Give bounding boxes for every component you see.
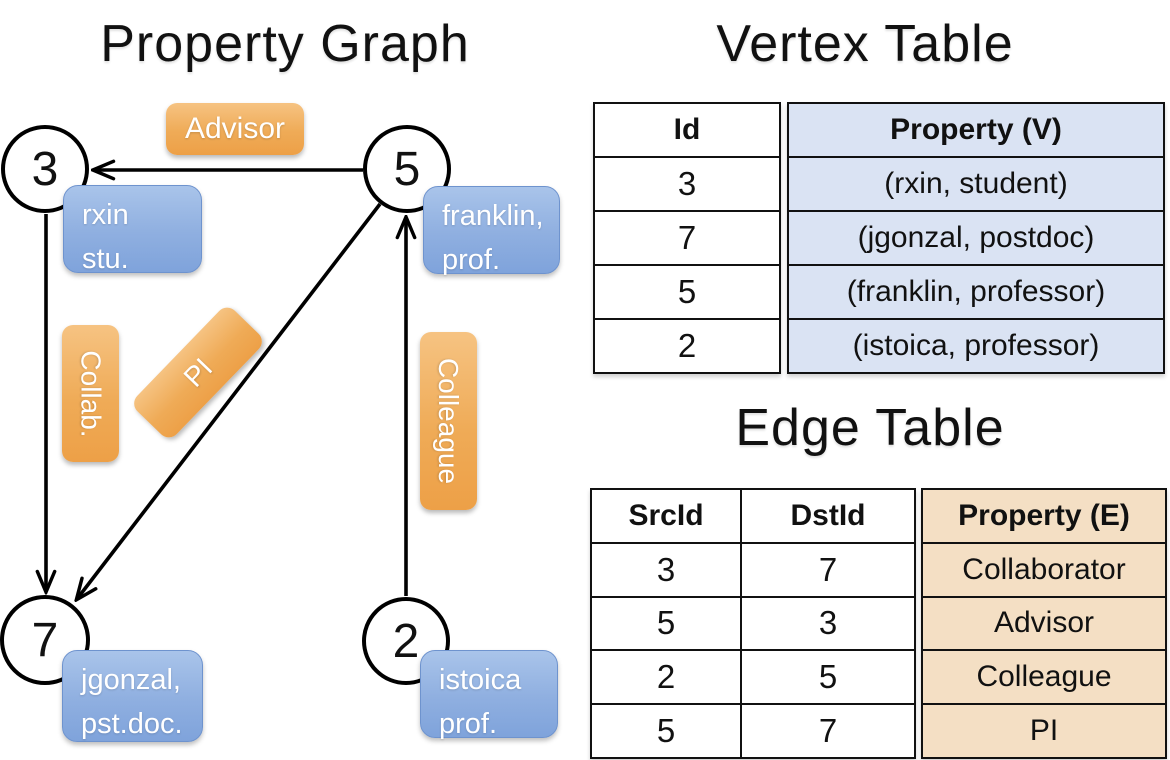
table-cell: PI (923, 703, 1165, 757)
column-header: Property (E) (923, 490, 1165, 542)
edge-label-colleague: Colleague (420, 332, 477, 510)
vertex-property-line: prof. (442, 243, 501, 276)
vertex-property-line: stu. (82, 242, 129, 275)
vertex-property-line: prof. (439, 707, 498, 740)
table-row: 2 5 (592, 649, 914, 704)
table-cell: 5 (740, 651, 914, 704)
column-header: Id (673, 113, 701, 146)
vertex-property-line: rxin (82, 199, 129, 231)
edge-pi-5-to-7 (77, 202, 382, 599)
vertex-id: 3 (31, 142, 59, 196)
table-cell: 3 (656, 550, 676, 588)
vertex-circle-2: 2 (362, 597, 450, 685)
vertex-property-line: franklin, (442, 200, 544, 232)
vertex-table-property-column: Property (V) (rxin, student) (jgonzal, p… (787, 102, 1165, 374)
vertex-id: 5 (393, 142, 421, 196)
table-cell: 5 (656, 712, 676, 750)
vertex-table-title: Vertex Table (716, 15, 1014, 73)
table-cell: Colleague (923, 649, 1165, 704)
edge-table-title: Edge Table (735, 399, 1005, 457)
edge-label-text: Collab. (75, 349, 107, 438)
table-cell: (franklin, professor) (789, 264, 1163, 318)
edge-label-text: Advisor (184, 112, 286, 145)
edge-label-text: PI (177, 351, 218, 393)
table-cell: 5 (595, 264, 779, 318)
table-cell: 2 (595, 318, 779, 372)
table-cell: (istoica, professor) (789, 318, 1163, 372)
vertex-property-line: pst.doc. (81, 707, 183, 740)
table-cell: 2 (656, 658, 676, 696)
vertex-id: 2 (392, 614, 420, 668)
vertex-property-box-3: rxin stu. (63, 185, 202, 275)
vertex-property-box-7: jgonzal, pst.doc. (62, 650, 203, 742)
table-cell: (rxin, student) (789, 156, 1163, 210)
vertex-property-box-2: istoica prof. (420, 650, 558, 740)
vertex-property-line: jgonzal, (81, 664, 181, 696)
table-row: 5 3 (592, 595, 914, 650)
table-cell: 5 (656, 604, 676, 642)
table-cell: 3 (740, 597, 914, 650)
column-header: SrcId (628, 498, 704, 532)
table-cell: 3 (595, 156, 779, 210)
edge-label-advisor: Advisor (166, 103, 304, 155)
vertex-property-line: istoica (439, 664, 522, 696)
column-header: Property (V) (789, 104, 1163, 156)
table-row: 3 7 (592, 541, 914, 596)
table-cell: 7 (740, 705, 914, 757)
edge-label-text: Colleague (433, 357, 465, 485)
table-row: SrcId DstId (592, 490, 914, 542)
edge-table-id-columns: SrcId DstId 3 7 5 3 2 5 5 7 (590, 488, 916, 759)
vertex-property-box-5: franklin, prof. (423, 186, 560, 276)
table-row: 5 7 (592, 703, 914, 757)
column-header: DstId (740, 490, 914, 542)
vertex-circle-5: 5 (363, 125, 451, 213)
table-cell: 7 (740, 543, 914, 596)
table-cell: (jgonzal, postdoc) (789, 210, 1163, 264)
table-cell: Advisor (923, 595, 1165, 650)
edge-table-property-column: Property (E) Collaborator Advisor Collea… (921, 488, 1167, 759)
vertex-table-id-column: Id 3 7 5 2 (593, 102, 781, 374)
property-graph-title: Property Graph (100, 15, 470, 73)
graph-edges-layer (0, 0, 580, 760)
table-cell: Collaborator (923, 541, 1165, 596)
table-cell: 7 (595, 210, 779, 264)
edge-label-collab: Collab. (62, 325, 119, 462)
vertex-id: 7 (31, 613, 59, 667)
